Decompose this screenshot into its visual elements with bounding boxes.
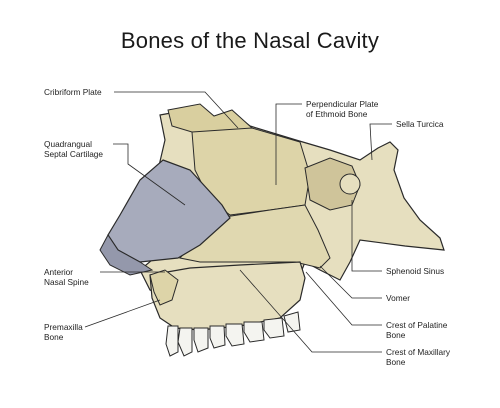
stock-id-vertical: 903405609 [7,300,15,390]
sella-turcica-shape [339,173,361,195]
label-quadrangual-septal-cartilage: Quadrangual Septal Cartilage [44,139,104,159]
sphenoid-sinus-shape [304,157,361,211]
label-premaxilla-bone: Premaxilla Bone [44,322,83,342]
label-crest-of-maxillary-bone: Crest of Maxillary Bone [386,347,451,367]
nose-tip-shape [99,234,154,276]
diagram-title: Bones of the Nasal Cavity [120,28,380,53]
teeth [165,311,301,357]
label-vomer: Vomer [386,293,410,303]
label-anterior-nasal-spine: Anterior Nasal Spine [44,267,89,287]
anterior-nasal-spine-shape [149,269,179,306]
label-cribriform-plate: Cribriform Plate [44,87,102,97]
leader-lines [84,91,392,353]
septal-cartilage-shape [107,159,231,263]
label-sella-turcica: Sella Turcica [396,119,444,129]
label-perpendicular-plate: Perpendicular Plate of Ethmoid Bone [306,99,379,119]
label-sphenoid-sinus: Sphenoid Sinus [386,266,445,276]
label-crest-of-palatine-bone: Crest of Palatine Bone [386,320,448,340]
